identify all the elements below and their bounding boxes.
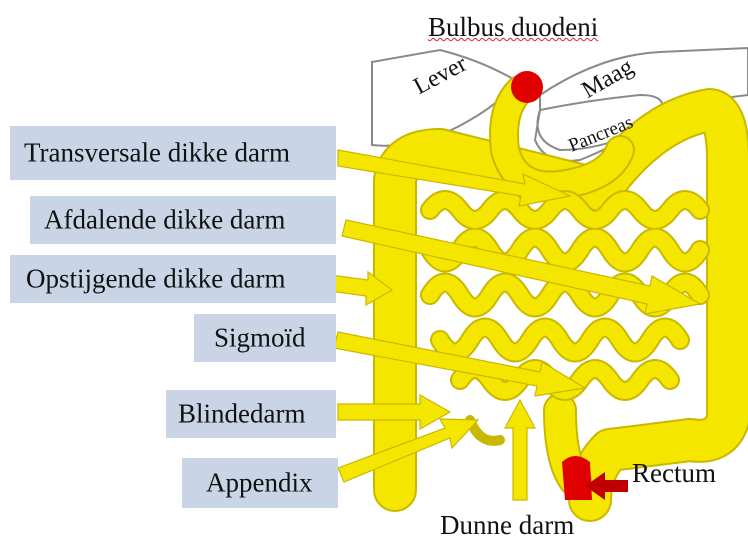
arrow-dunne-darm: [505, 400, 535, 500]
sigmoid-label: Sigmoïd: [214, 325, 306, 352]
label-box-sigmoid: Sigmoïd: [194, 314, 336, 362]
label-box-opstijgende: Opstijgende dikke darm: [10, 255, 336, 303]
dunne-darm-label: Dunne darm: [440, 512, 574, 539]
label-box-appendix: Appendix: [182, 458, 338, 508]
bulbus-duodeni-label: Bulbus duodeni: [428, 14, 598, 41]
label-box-afdalende: Afdalende dikke darm: [30, 196, 336, 244]
appendix-label: Appendix: [206, 470, 312, 497]
opstijgende-label: Opstijgende dikke darm: [26, 266, 285, 293]
label-box-blindedarm: Blindedarm: [166, 390, 336, 438]
afdalende-label: Afdalende dikke darm: [44, 207, 285, 234]
rectum-label: Rectum: [632, 460, 716, 487]
blindedarm-label: Blindedarm: [178, 401, 305, 428]
bulbus-highlight: [511, 71, 543, 103]
label-box-transversale: Transversale dikke darm: [10, 126, 336, 180]
rectum-highlight: [562, 456, 592, 500]
transversale-label: Transversale dikke darm: [24, 140, 290, 167]
